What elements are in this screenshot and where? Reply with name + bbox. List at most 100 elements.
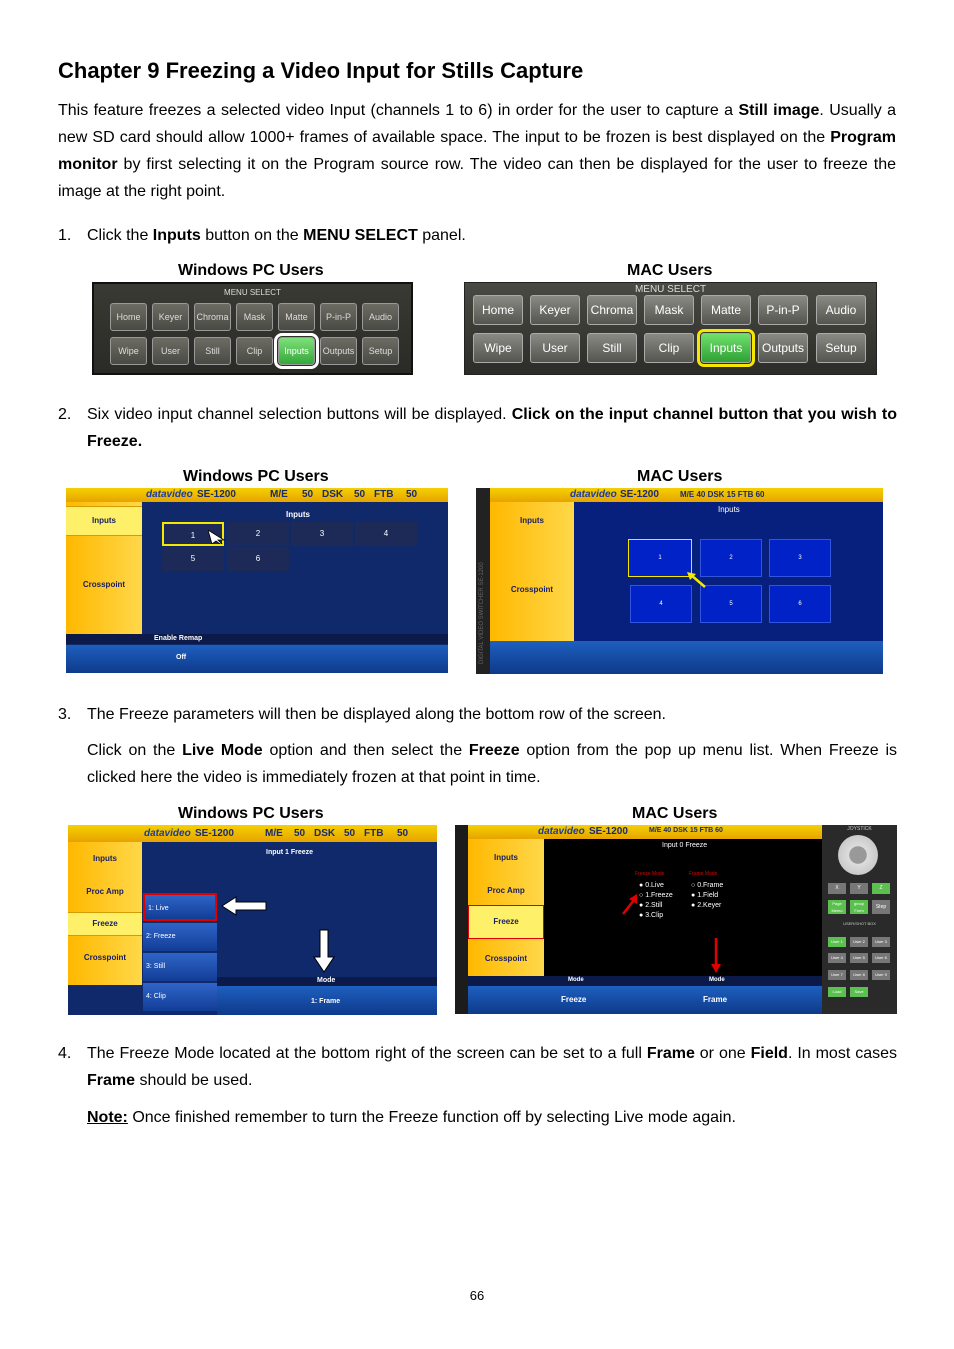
step-3-number: 3. — [58, 706, 72, 723]
save-button[interactable]: Save — [850, 987, 868, 997]
setup-button-mac[interactable]: Setup — [816, 333, 866, 363]
bottom-bar-freeze-mac — [468, 986, 822, 1014]
audio-button-mac[interactable]: Audio — [816, 295, 866, 325]
sidebar-item-freeze[interactable]: Freeze — [68, 912, 142, 936]
sidebar-item-crosspoint-freeze-mac[interactable]: Crosspoint — [484, 954, 528, 963]
user-6-button[interactable]: User 6 — [872, 953, 890, 963]
brand-logo-freeze-mac: datavideo — [538, 826, 585, 837]
clip-button[interactable]: Clip — [236, 337, 273, 365]
channel-6-button[interactable]: 6 — [227, 547, 289, 571]
sidebar: Inputs Crosspoint — [66, 502, 142, 634]
step-1-number: 1. — [58, 227, 72, 244]
sidebar-item-inputs-mac[interactable]: Inputs — [520, 516, 544, 525]
p-in-p-button-mac[interactable]: P-in-P — [758, 295, 808, 325]
frame-mode-frame[interactable]: ○ 0.Frame — [691, 882, 724, 889]
outputs-button[interactable]: Outputs — [320, 337, 357, 365]
still-button[interactable]: Still — [194, 337, 231, 365]
joy-z-button[interactable]: Z — [872, 883, 890, 894]
wipe-button[interactable]: Wipe — [110, 337, 147, 365]
channel-5-button[interactable]: 5 — [162, 547, 224, 571]
freeze-option-clip[interactable]: 4: Clip — [143, 983, 217, 1011]
sidebar-item-crosspoint-freeze[interactable]: Crosspoint — [83, 953, 127, 962]
sidebar-item-proc-amp[interactable]: Proc Amp — [86, 887, 124, 896]
mode-value-frame[interactable]: Frame — [703, 995, 728, 1004]
matte-button[interactable]: Matte — [278, 303, 315, 331]
wipe-button-mac[interactable]: Wipe — [473, 333, 523, 363]
home-button[interactable]: Home — [110, 303, 147, 331]
p-in-p-button[interactable]: P-in-P — [320, 303, 357, 331]
mode-value-freeze[interactable]: Freeze — [561, 995, 587, 1004]
joy-y-button[interactable]: Y — [850, 883, 868, 894]
user-7-button[interactable]: User 7 — [828, 970, 846, 980]
freeze-mode-freeze[interactable]: ○ 1.Freeze — [639, 892, 673, 899]
joystick-knob[interactable] — [838, 835, 878, 875]
user-button-mac[interactable]: User — [530, 333, 580, 363]
label-mac-1: MAC Users — [627, 262, 713, 279]
freeze-option-still[interactable]: 3: Still — [143, 953, 217, 981]
freeze-mode-live[interactable]: ● 0.Live — [639, 882, 664, 889]
chroma-button-mac[interactable]: Chroma — [587, 295, 637, 325]
screen-header: datavideo SE-1200 M/E 50 DSK 50 FTB 50 — [66, 488, 448, 502]
freeze-option-freeze[interactable]: 2: Freeze — [143, 923, 217, 951]
user-2-button[interactable]: User 2 — [850, 937, 868, 947]
step-button[interactable]: Step — [872, 900, 890, 914]
remap-value[interactable]: Off — [176, 654, 187, 661]
sidebar-item-proc-amp-mac[interactable]: Proc Amp — [487, 886, 525, 895]
setup-button[interactable]: Setup — [362, 337, 399, 365]
group-form-button[interactable]: group Form — [850, 900, 868, 914]
matte-button-mac[interactable]: Matte — [701, 295, 751, 325]
channel-6-button-mac[interactable]: 6 — [769, 585, 831, 623]
frame-mode-field[interactable]: ● 1.Field — [691, 892, 719, 899]
keyer-button[interactable]: Keyer — [152, 303, 189, 331]
clip-button-mac[interactable]: Clip — [644, 333, 694, 363]
sidebar-item-inputs-freeze[interactable]: Inputs — [93, 854, 117, 863]
brand-logo-freeze: datavideo — [144, 828, 191, 839]
user-button[interactable]: User — [152, 337, 189, 365]
page-number: 66 — [469, 1288, 485, 1303]
sidebar-item-inputs-freeze-mac[interactable]: Inputs — [494, 853, 518, 862]
mask-button[interactable]: Mask — [236, 303, 273, 331]
audio-button[interactable]: Audio — [362, 303, 399, 331]
sidebar-item-crosspoint-mac[interactable]: Crosspoint — [510, 585, 554, 594]
channel-1-button-mac[interactable]: 1 — [628, 539, 692, 577]
load-button[interactable]: Load — [828, 987, 846, 997]
channel-3-button[interactable]: 3 — [291, 522, 353, 546]
keyer-button-mac[interactable]: Keyer — [530, 295, 580, 325]
channel-2-button-mac[interactable]: 2 — [700, 539, 762, 577]
user-5-button[interactable]: User 5 — [850, 953, 868, 963]
mode-value[interactable]: 1: Frame — [311, 998, 341, 1005]
channel-4-button[interactable]: 4 — [355, 522, 417, 546]
channel-3-button-mac[interactable]: 3 — [769, 539, 831, 577]
user-4-button[interactable]: User 4 — [828, 953, 846, 963]
vertical-product-text: DIGITAL VIDEO SWITCHER SE-1200 — [479, 562, 485, 664]
channel-5-button-mac[interactable]: 5 — [700, 585, 762, 623]
sidebar-item-inputs[interactable]: Inputs — [66, 506, 142, 536]
chroma-button[interactable]: Chroma — [194, 303, 231, 331]
sidebar-freeze: Inputs Proc Amp Freeze Crosspoint — [68, 842, 142, 985]
user-1-button[interactable]: User 1 — [828, 937, 846, 947]
outputs-button-mac[interactable]: Outputs — [758, 333, 808, 363]
sidebar-item-crosspoint[interactable]: Crosspoint — [82, 580, 126, 589]
status-dsk-value-freeze: 50 — [344, 828, 356, 839]
step-4-t3: . In most cases — [787, 1045, 898, 1062]
mask-button-mac[interactable]: Mask — [644, 295, 694, 325]
still-button-mac[interactable]: Still — [587, 333, 637, 363]
home-button-mac[interactable]: Home — [473, 295, 523, 325]
inputs-button[interactable]: Inputs — [274, 333, 319, 369]
channel-4-button-mac[interactable]: 4 — [630, 585, 692, 623]
user-8-button[interactable]: User 8 — [850, 970, 868, 980]
user-9-button[interactable]: User 9 — [872, 970, 890, 980]
label-windows-3: Windows PC Users — [178, 805, 324, 822]
frame-mode-keyer[interactable]: ● 2.Keyer — [691, 902, 722, 909]
inputs-button-mac[interactable]: Inputs — [697, 329, 755, 367]
channel-2-button[interactable]: 2 — [227, 522, 289, 546]
sidebar-item-freeze-mac[interactable]: Freeze — [468, 905, 544, 939]
user-3-button[interactable]: User 3 — [872, 937, 890, 947]
step-4-t2: or one — [694, 1045, 751, 1062]
freeze-option-live[interactable]: 1: Live — [143, 893, 217, 921]
page-memo-button[interactable]: Page Memo — [828, 900, 846, 914]
step-2-text: Six video input channel selection button… — [87, 401, 897, 455]
freeze-mode-still[interactable]: ● 2.Still — [639, 902, 663, 909]
joy-x-button[interactable]: X — [828, 883, 846, 894]
freeze-mode-clip[interactable]: ● 3.Clip — [639, 912, 664, 919]
